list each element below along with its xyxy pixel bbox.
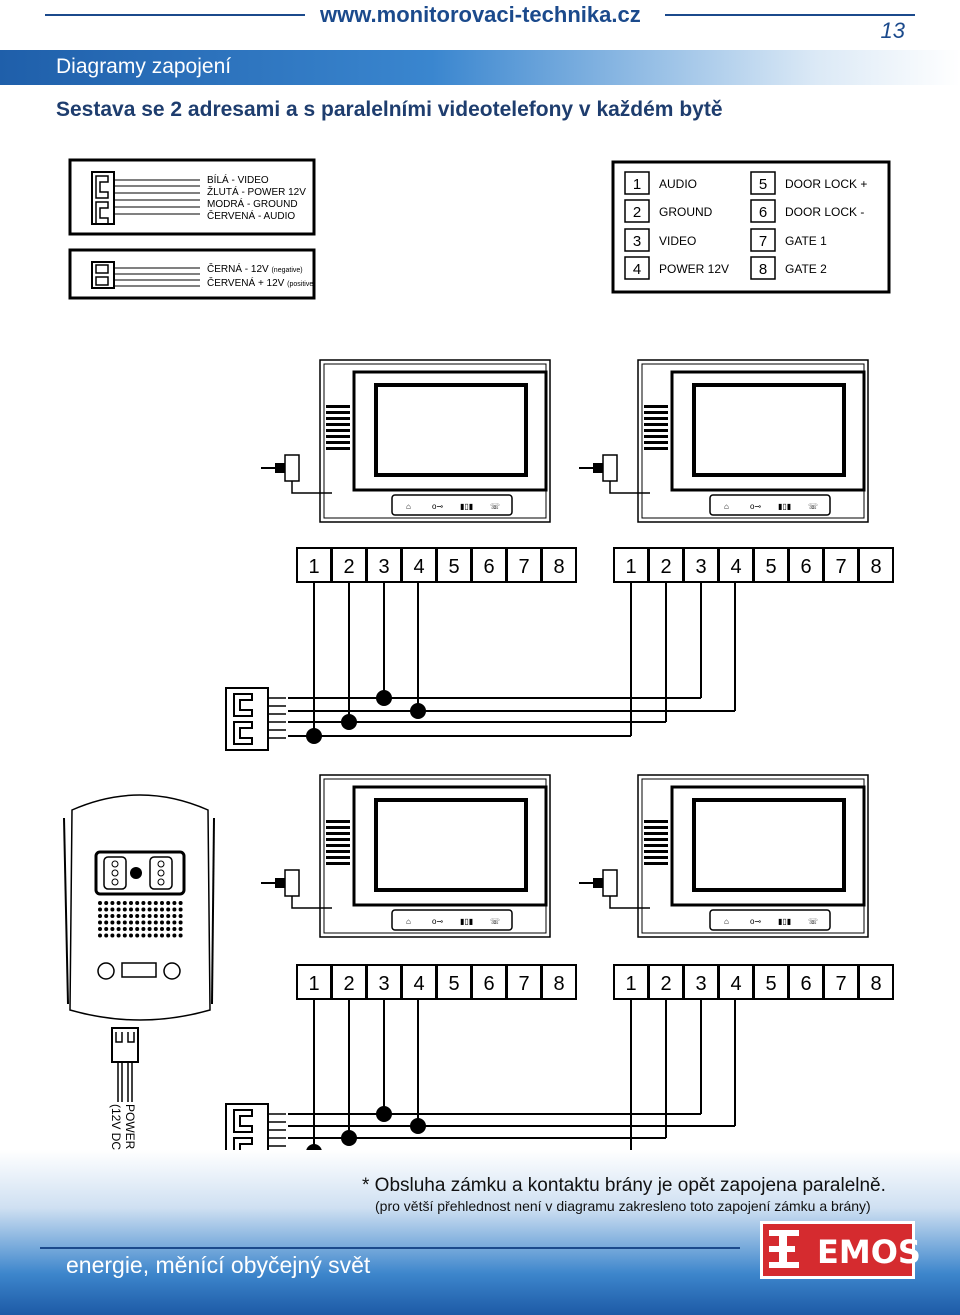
terminal-number-1: 1 [308,973,319,995]
header-url: www.monitorovaci-technika.cz [320,2,641,27]
terminal-number-4: 4 [413,973,424,995]
term-label-door-lock-plus: DOOR LOCK + [785,177,867,191]
terminal-number-6: 6 [800,973,811,995]
terminal-legend: 1 2 3 4 5 6 7 8 AUDIO GROUND VIDEO POWER… [611,160,891,294]
term-label-door-lock-minus: DOOR LOCK - [785,205,864,219]
terminal-strip-bottom-right: 1 2 3 4 5 6 7 8 [613,964,894,1000]
section-bar [0,50,960,85]
monitor-top-right [578,358,870,524]
terminal-strip-bottom-left: 1 2 3 4 5 6 7 8 [296,964,577,1000]
term-num-7: 7 [759,233,767,250]
terminal-number-4: 4 [730,556,741,578]
wire-label-red: ČERVENÁ - AUDIO [207,209,295,222]
page-subtitle: Sestava se 2 adresami a s paralelními vi… [56,98,723,121]
terminal-number-1: 1 [625,556,636,578]
terminal-number-1: 1 [308,556,319,578]
terminal-number-3: 3 [378,556,389,578]
terminal-number-7: 7 [835,556,846,578]
svg-text:ČERNÁ - 12V (negative): ČERNÁ - 12V (negative) [207,262,303,275]
power-red-label: ČERVENÁ + 12V [207,276,285,289]
section-title: Diagramy zapojení [56,55,232,78]
power-red-note: (positive) [287,281,315,288]
terminal-number-5: 5 [448,973,459,995]
terminal-number-8: 8 [870,973,881,995]
term-num-5: 5 [759,176,767,193]
terminal-number-3: 3 [695,556,706,578]
terminal-number-5: 5 [448,556,459,578]
legend-power: ČERNÁ - 12V (negative) ČERVENÁ + 12V (po… [68,248,316,300]
page-number: 13 [880,18,905,43]
power-black-note: (negative) [271,267,302,274]
monitor-bottom-left [260,773,552,939]
terminal-strip-top-left: 1 2 3 4 5 6 7 8 [296,547,577,583]
emos-logo-text: EMOS [817,1233,921,1271]
terminal-number-7: 7 [518,973,529,995]
term-num-8: 8 [759,261,767,278]
terminal-number-5: 5 [765,556,776,578]
door-station [63,794,215,1021]
terminal-number-8: 8 [870,556,881,578]
wire-label-blue: MODRÁ - GROUND [207,197,298,210]
power-connector: POWER (12V DC) [109,1027,139,1154]
power-black-label: ČERNÁ - 12V [207,262,269,275]
term-label-ground: GROUND [659,205,713,219]
terminal-number-6: 6 [483,556,494,578]
footer-slogan: energie, měnící obyčejný svět [66,1252,371,1278]
emos-logo: EMOS [760,1221,921,1279]
terminal-number-2: 2 [660,556,671,578]
header-rule-right [665,14,915,16]
terminal-number-2: 2 [660,973,671,995]
terminal-strip-top-right: 1 2 3 4 5 6 7 8 [613,547,894,583]
plug-top [225,687,287,751]
footer-rule [40,1247,740,1249]
terminal-number-2: 2 [343,556,354,578]
wire-label-yellow: ŽLUTÁ - POWER 12V [207,185,306,198]
header-rule-left [45,14,305,16]
terminal-number-1: 1 [625,973,636,995]
term-num-1: 1 [633,176,641,193]
terminal-number-7: 7 [835,973,846,995]
lock-gate-note: * Obsluha zámku a kontaktu brány je opět… [362,1175,886,1196]
junctions-top [306,690,426,744]
term-num-6: 6 [759,204,767,221]
monitor-bottom-right [578,773,870,939]
term-num-2: 2 [633,204,641,221]
terminal-number-5: 5 [765,973,776,995]
lock-gate-note-detail: (pro větší přehlednost není v diagramu z… [375,1198,871,1214]
terminal-number-3: 3 [378,973,389,995]
monitor-top-left [260,358,552,524]
term-num-4: 4 [633,261,641,278]
term-label-video: VIDEO [659,234,696,248]
svg-text:ČERVENÁ + 12V (positive): ČERVENÁ + 12V (positive) [207,276,316,289]
legend-four-wire: BÍLÁ - VIDEO ŽLUTÁ - POWER 12V MODRÁ - G… [68,158,316,236]
terminal-number-6: 6 [483,973,494,995]
power-voltage-label: (12V DC) [109,1104,123,1154]
terminal-number-3: 3 [695,973,706,995]
term-num-3: 3 [633,233,641,250]
power-label: POWER [123,1104,137,1150]
terminal-number-8: 8 [553,556,564,578]
terminal-number-8: 8 [553,973,564,995]
emos-logo-mark-icon [769,1230,799,1268]
terminal-number-2: 2 [343,973,354,995]
term-label-gate-1: GATE 1 [785,234,827,248]
term-label-gate-2: GATE 2 [785,262,827,276]
wire-label-white: BÍLÁ - VIDEO [207,173,269,186]
terminal-number-4: 4 [730,973,741,995]
term-label-audio: AUDIO [659,177,697,191]
junctions-bottom [306,1106,426,1160]
terminal-number-6: 6 [800,556,811,578]
wires-bottom [288,999,736,1153]
term-label-power: POWER 12V [659,262,729,276]
terminal-number-7: 7 [518,556,529,578]
terminal-number-4: 4 [413,556,424,578]
wires-top [288,582,736,737]
